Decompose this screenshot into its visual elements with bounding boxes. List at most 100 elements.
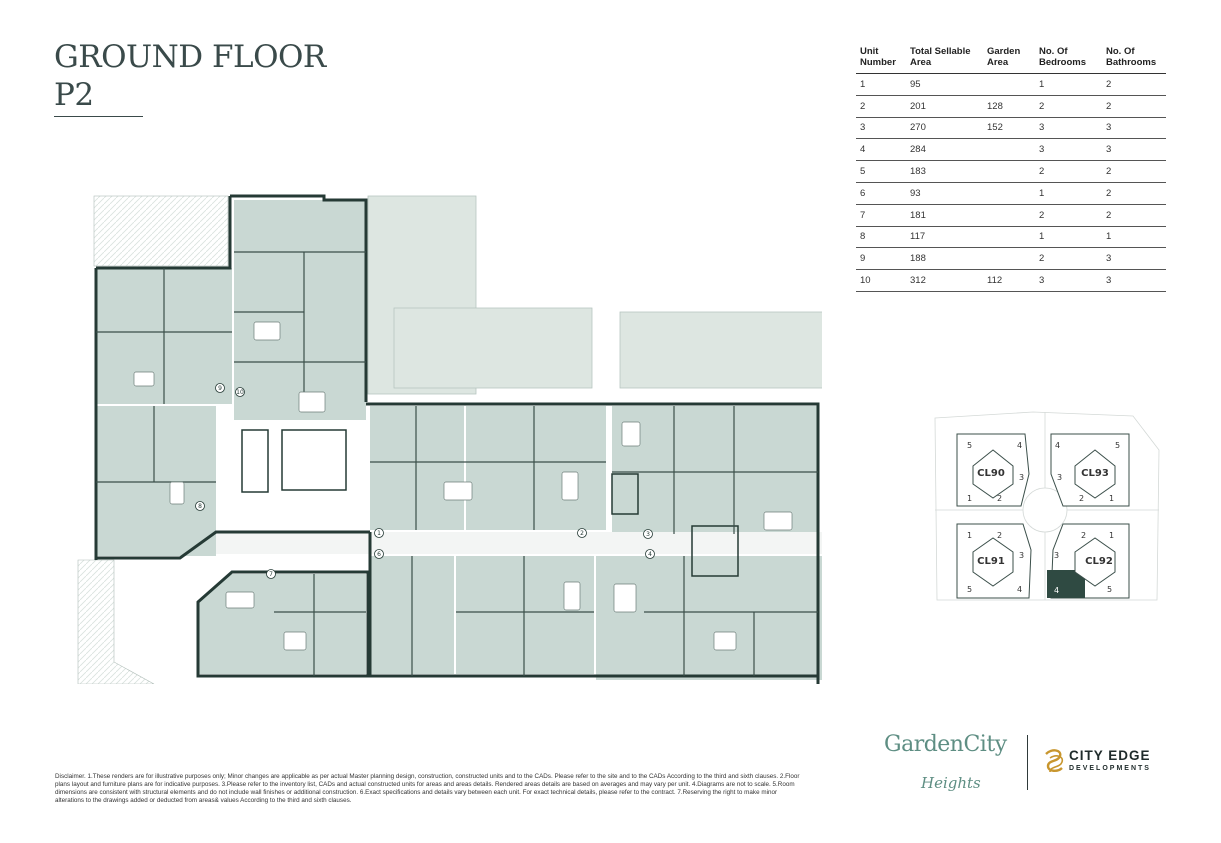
unit-marker-10: 10 xyxy=(235,387,245,397)
stair-core xyxy=(611,473,639,515)
cell: 201 xyxy=(906,95,983,118)
cell: 3 xyxy=(1102,247,1166,271)
svg-text:8: 8 xyxy=(198,503,202,510)
cluster-cl90: CL90 5 4 3 1 2 xyxy=(956,433,1030,507)
svg-text:6: 6 xyxy=(377,551,381,558)
svg-text:2: 2 xyxy=(580,530,584,537)
svg-text:5: 5 xyxy=(967,441,972,450)
svg-text:3: 3 xyxy=(1019,551,1024,560)
cell: 2 xyxy=(1102,95,1166,118)
cell: 5 xyxy=(856,160,906,183)
cell: 152 xyxy=(983,117,1035,140)
cell: 183 xyxy=(906,160,983,183)
brand-divider xyxy=(1027,735,1028,790)
unit-marker-9: 9 xyxy=(215,383,225,393)
units-table: Unit Number Total Sellable Area Garden A… xyxy=(856,44,1166,292)
svg-text:4: 4 xyxy=(1055,441,1060,450)
title-underline xyxy=(54,116,143,117)
outer-wall xyxy=(230,194,368,402)
unit-8-fill xyxy=(96,406,216,556)
unit-marker-3: 3 xyxy=(643,529,653,539)
cell xyxy=(983,247,1035,271)
stair-core xyxy=(241,429,269,493)
unit-1-fill xyxy=(370,406,464,530)
cell: 2 xyxy=(1035,204,1102,227)
unit-marker-4: 4 xyxy=(645,549,655,559)
unit-10-fill xyxy=(234,200,366,420)
cell: 2 xyxy=(1035,95,1102,118)
cell: 270 xyxy=(906,117,983,140)
cell: 188 xyxy=(906,247,983,271)
svg-text:9: 9 xyxy=(218,385,222,392)
unit-marker-7: 7 xyxy=(266,569,276,579)
svg-text:1: 1 xyxy=(377,530,381,537)
svg-text:2: 2 xyxy=(1079,494,1084,503)
svg-text:4: 4 xyxy=(648,551,652,558)
svg-text:3: 3 xyxy=(1019,473,1024,482)
title-line-2: P2 xyxy=(54,77,94,113)
cell: 117 xyxy=(906,226,983,249)
header-unit-number: Unit Number xyxy=(856,44,906,74)
unit-5-fill xyxy=(456,556,594,674)
cell: 9 xyxy=(856,247,906,271)
unit-2-fill xyxy=(466,406,606,530)
svg-text:2: 2 xyxy=(1081,531,1086,540)
cell: 10 xyxy=(856,269,906,292)
svg-text:3: 3 xyxy=(1054,551,1059,560)
cell: 1 xyxy=(1035,73,1102,96)
cell: 7 xyxy=(856,204,906,227)
svg-text:3: 3 xyxy=(1057,473,1062,482)
cell: 3 xyxy=(1035,269,1102,292)
cell: 1 xyxy=(1035,226,1102,249)
floor-plan: 10 9 8 1 2 3 4 6 7 xyxy=(77,194,822,684)
cell: 128 xyxy=(983,95,1035,118)
outer-wall xyxy=(366,402,820,684)
svg-text:2: 2 xyxy=(997,494,1002,503)
cell: 2 xyxy=(1102,73,1166,96)
disclaimer-text: Disclaimer. 1.These renders are for illu… xyxy=(55,773,800,804)
cell: 1 xyxy=(856,73,906,96)
cell xyxy=(983,138,1035,162)
stair-core xyxy=(691,525,739,577)
cell xyxy=(983,73,1035,96)
cell: 1 xyxy=(1102,226,1166,249)
cell: 6 xyxy=(856,182,906,205)
cell: 8 xyxy=(856,226,906,249)
svg-text:4: 4 xyxy=(1054,586,1059,595)
cell: 1 xyxy=(1035,182,1102,205)
cell: 284 xyxy=(906,138,983,162)
terrace xyxy=(93,195,229,267)
cell xyxy=(983,182,1035,205)
cell: 312 xyxy=(906,269,983,292)
city-edge-logo: CITY EDGE DEVELOPMENTS xyxy=(1042,748,1172,780)
garden-area xyxy=(619,311,822,389)
outer-wall xyxy=(96,530,370,560)
cell: 3 xyxy=(856,117,906,140)
unit-7-fill xyxy=(198,574,366,674)
cell: 2 xyxy=(1102,182,1166,205)
unit-marker-6: 6 xyxy=(374,549,384,559)
svg-text:1: 1 xyxy=(967,494,972,503)
svg-text:CL91: CL91 xyxy=(977,556,1005,567)
cell: 2 xyxy=(1102,160,1166,183)
svg-text:1: 1 xyxy=(1109,531,1114,540)
cell: 2 xyxy=(1035,247,1102,271)
svg-text:5: 5 xyxy=(1107,585,1112,594)
outer-wall xyxy=(96,196,232,270)
svg-text:CL90: CL90 xyxy=(977,468,1005,479)
svg-text:4: 4 xyxy=(1017,585,1022,594)
unit-marker-2: 2 xyxy=(577,528,587,538)
city-edge-mark-icon xyxy=(1045,749,1064,773)
corridor xyxy=(216,532,822,554)
cell xyxy=(983,204,1035,227)
svg-text:CL92: CL92 xyxy=(1085,556,1113,567)
garden-area xyxy=(393,307,593,389)
cluster-key-map: CL90 5 4 3 1 2 CL93 4 5 3 2 1 CL91 1 2 3… xyxy=(934,411,1160,601)
